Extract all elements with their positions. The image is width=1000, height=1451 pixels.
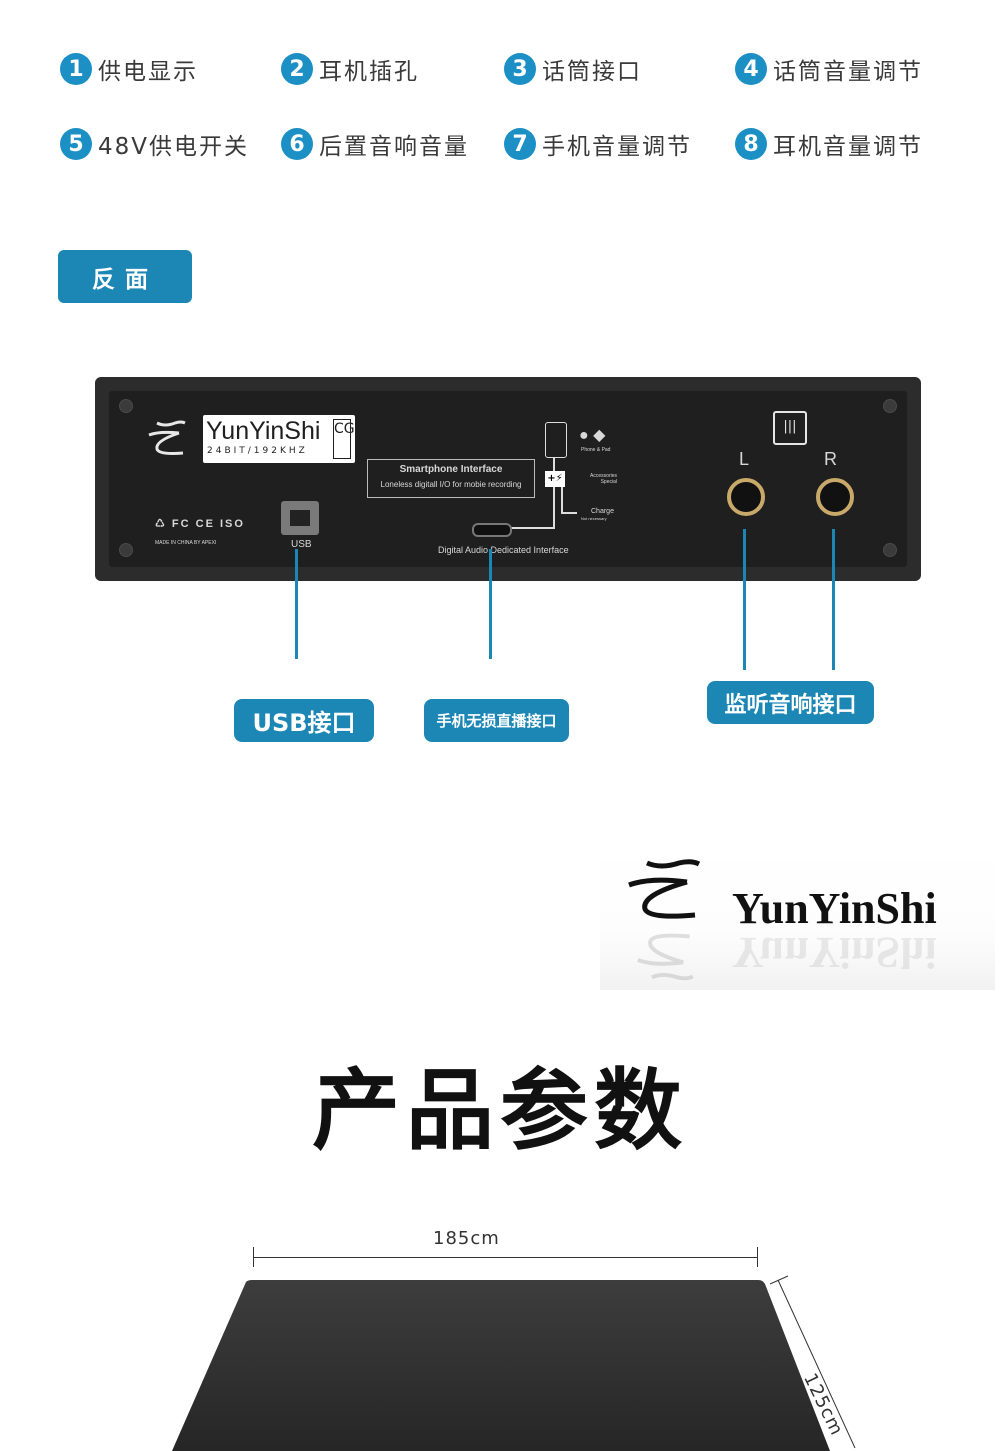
- smartphone-interface-sub: Loneless digitall I/O for mobie recordin…: [380, 480, 522, 489]
- screw: [119, 543, 133, 557]
- feature-6: 6 后置音响音量: [281, 127, 469, 161]
- feature-8: 8 耳机音量调节: [735, 127, 923, 161]
- screw: [883, 543, 897, 557]
- screw: [119, 399, 133, 413]
- brand-model: CG: [333, 419, 355, 459]
- wire-line: [561, 487, 563, 513]
- wire-line: [553, 487, 555, 527]
- width-dimension-label: 185cm: [433, 1228, 500, 1249]
- feature-label: 话筒音量调节: [773, 59, 923, 85]
- apple-android-icons: ● ◆: [579, 427, 606, 444]
- right-channel-label: R: [824, 449, 837, 469]
- left-channel-label: L: [739, 449, 750, 469]
- wire-line: [510, 527, 555, 529]
- phone-callout: 手机无损直播接口: [424, 699, 569, 742]
- smartphone-interface-box: Smartphone Interface Loneless digitall I…: [367, 459, 535, 498]
- made-in-text: MADE IN CHINA BY APEXI: [155, 540, 217, 546]
- mixer-icon: |||: [773, 411, 807, 445]
- typec-port-label: Digital Audio Dedicated Interface: [438, 545, 569, 555]
- params-title: 产品参数: [311, 1059, 688, 1162]
- left-output-jack[interactable]: [727, 478, 765, 516]
- charge-label: Charge: [591, 508, 614, 515]
- feature-5: 5 48V供电开关: [60, 127, 249, 161]
- accessories-label: Accessories Special: [590, 473, 617, 485]
- feature-number: 3: [504, 53, 536, 85]
- feature-number: 7: [504, 128, 536, 160]
- desk-mat-image: [172, 1280, 830, 1451]
- feature-label: 供电显示: [98, 59, 198, 85]
- brand-logo-reflection-icon: [637, 933, 694, 981]
- plus-charge-icon: +⚡: [545, 471, 565, 487]
- feature-number: 5: [60, 128, 92, 160]
- typec-port[interactable]: [472, 523, 512, 537]
- feature-number: 1: [60, 53, 92, 85]
- left-jack-pointer-line: [743, 529, 746, 670]
- usb-port-socket: [290, 510, 310, 526]
- feature-number: 8: [735, 128, 767, 160]
- feature-1: 1 供电显示: [60, 52, 198, 86]
- usb-port[interactable]: [281, 501, 319, 535]
- charge-sub-label: Not necessary: [581, 516, 607, 521]
- device-rear-panel: YunYinShi 24BIT/192KHZ CG ♺ FC CE ISO MA…: [95, 377, 921, 581]
- right-jack-pointer-line: [832, 529, 835, 670]
- section-tag-back: 反面: [58, 250, 192, 303]
- feature-number: 2: [281, 53, 313, 85]
- brand-logo-text-reflection: YunYinShi: [732, 928, 937, 977]
- screw: [883, 399, 897, 413]
- width-dimension-line: [253, 1257, 758, 1258]
- feature-label: 后置音响音量: [319, 134, 469, 160]
- feature-label: 手机音量调节: [542, 134, 692, 160]
- brand-logo-icon: [148, 420, 186, 455]
- feature-3: 3 话筒接口: [504, 52, 642, 86]
- brand-logo-block: YunYinShi YunYinShi: [600, 845, 995, 990]
- phone-pointer-line: [489, 549, 492, 659]
- width-dimension-tick: [757, 1247, 758, 1267]
- depth-dimension-line: [769, 1275, 856, 1449]
- monitor-callout: 监听音响接口: [707, 681, 874, 724]
- usb-callout: USB接口: [234, 699, 374, 742]
- brand-logo-mark-icon: [628, 859, 701, 919]
- smartphone-interface-title: Smartphone Interface: [399, 464, 503, 475]
- brand-name: YunYinShi: [206, 417, 321, 445]
- wire-line: [553, 457, 555, 471]
- brand-logo-text: YunYinShi: [732, 884, 937, 933]
- feature-label: 话筒接口: [542, 59, 642, 85]
- width-dimension-tick: [253, 1247, 254, 1267]
- feature-label: 耳机音量调节: [773, 134, 923, 160]
- phone-icon: [545, 422, 567, 458]
- feature-label: 耳机插孔: [319, 59, 419, 85]
- brand-label: YunYinShi 24BIT/192KHZ CG: [203, 415, 355, 463]
- feature-7: 7 手机音量调节: [504, 127, 692, 161]
- feature-label: 48V供电开关: [98, 134, 250, 160]
- usb-port-label: USB: [291, 539, 312, 550]
- usb-pointer-line: [295, 549, 298, 659]
- feature-number: 6: [281, 128, 313, 160]
- brand-spec: 24BIT/192KHZ: [207, 446, 308, 456]
- feature-4: 4 话筒音量调节: [735, 52, 923, 86]
- wire-line: [561, 512, 577, 514]
- right-output-jack[interactable]: [816, 478, 854, 516]
- phone-pad-label: Phone & Pad: [581, 447, 611, 453]
- feature-2: 2 耳机插孔: [281, 52, 419, 86]
- feature-number: 4: [735, 53, 767, 85]
- cert-icons: ♺ FC CE ISO: [155, 518, 245, 530]
